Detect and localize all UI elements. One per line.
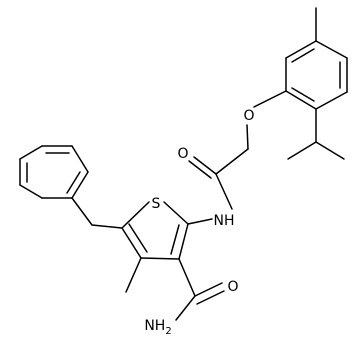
- aryl-ring: [285, 40, 348, 110]
- bond: [175, 295, 196, 321]
- bond: [170, 224, 180, 255]
- amide-oxygen-label: O: [177, 146, 188, 162]
- bond: [71, 197, 93, 226]
- bond: [188, 160, 212, 179]
- benzyl-phenyl-ring: [19, 145, 89, 199]
- carboxamide-group: [175, 258, 225, 321]
- bond: [315, 141, 345, 160]
- bond: [128, 223, 148, 253]
- bond: [315, 91, 348, 110]
- bond: [187, 218, 213, 225]
- sulfur-atom-label: S: [152, 196, 161, 212]
- isopropyl-group: [287, 108, 345, 160]
- thiophene-ring: [121, 201, 189, 260]
- bond: [285, 40, 317, 59]
- bond: [315, 40, 348, 59]
- bond: [287, 141, 317, 160]
- bond: [19, 145, 43, 160]
- carboxamide-nh2-label: NH2: [144, 318, 171, 337]
- bond: [178, 223, 189, 260]
- bond: [71, 171, 89, 199]
- bond: [246, 124, 249, 150]
- bond: [121, 201, 150, 229]
- bond: [66, 171, 81, 194]
- bond: [178, 258, 196, 297]
- bond: [215, 173, 233, 210]
- methyl-bond: [125, 257, 142, 293]
- bond: [19, 184, 43, 199]
- bond: [194, 282, 223, 297]
- bond: [91, 224, 123, 229]
- carboxamide-oxygen-label: O: [227, 279, 238, 295]
- bond: [291, 87, 315, 102]
- bond: [285, 90, 317, 110]
- bond: [215, 148, 249, 175]
- bond: [196, 290, 225, 305]
- amide-nh-label: NH: [214, 213, 235, 229]
- bond: [291, 48, 315, 63]
- bond: [193, 156, 217, 175]
- benzyl-ch2: [71, 197, 123, 229]
- bond: [140, 257, 180, 260]
- amide-linker: [187, 90, 287, 225]
- bond: [253, 90, 287, 108]
- bond: [121, 227, 142, 259]
- ether-oxygen-label: O: [243, 108, 254, 124]
- bond: [163, 201, 189, 225]
- bond: [71, 145, 89, 173]
